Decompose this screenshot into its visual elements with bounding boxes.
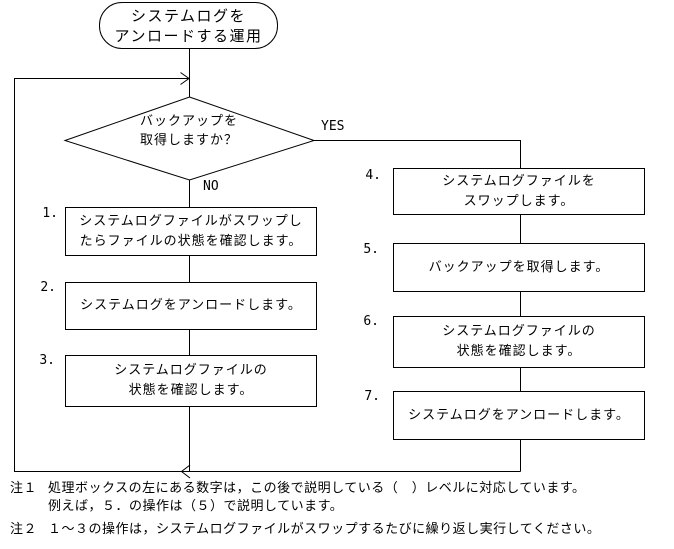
loop-back-line	[14, 78, 521, 472]
start-node-line1: システムログを	[130, 6, 247, 25]
process-box-6-line1: システムログファイルの	[442, 324, 596, 339]
process-box-1: システムログファイルがスワップし たらファイルの状態を確認します。	[65, 207, 317, 256]
decision-line2: 取得しますか？	[139, 133, 238, 148]
note-1: 注１ 処理ボックスの左にある数字は，この後で説明している（ ）レベルに対応してい…	[10, 480, 586, 516]
process-box-6: システムログファイルの 状態を確認します。	[393, 316, 645, 368]
process-box-1-line2: たらファイルの状態を確認します。	[79, 233, 303, 249]
process-box-4-line1: システムログファイルを	[442, 173, 596, 189]
start-node-line2: アンロードする運用	[114, 26, 263, 45]
process-box-7: システムログをアンロードします。	[393, 391, 645, 440]
process-box-1-line1: システムログファイルがスワップし	[79, 213, 303, 229]
note-2: 注２ １～３の操作は，システムログファイルがスワップするたびに繰り返し実行してく…	[10, 521, 600, 539]
arrowhead-merge-bottom	[180, 464, 191, 479]
process-box-3: システムログファイルの 状態を確認します。	[65, 355, 317, 407]
note-1-line1: 処理ボックスの左にある数字は，この後で説明している（ ）レベルに対応しています。	[48, 481, 586, 496]
decision-node-label: バックアップを 取得しますか？	[89, 112, 289, 150]
decision-line1: バックアップを	[139, 114, 238, 129]
step-number-3: 3.	[39, 353, 55, 368]
process-box-3-line2: 状態を確認します。	[128, 383, 254, 398]
process-box-4-line2: スワップします。	[463, 193, 575, 209]
process-box-5-line1: バックアップを取得します。	[428, 259, 610, 275]
process-box-2: システムログをアンロードします。	[65, 282, 317, 330]
note-1-label: 注１	[10, 481, 38, 496]
process-box-6-line2: 状態を確認します。	[456, 344, 582, 359]
process-box-5: バックアップを取得します。	[393, 243, 645, 292]
no-edge-label: NO	[203, 179, 219, 194]
step-number-2: 2.	[40, 280, 56, 295]
process-box-7-line1: システムログをアンロードします。	[408, 407, 630, 423]
yes-edge-label: YES	[321, 119, 345, 134]
step-number-4: 4.	[365, 168, 381, 183]
note-2-label: 注２	[10, 522, 38, 537]
note-2-line1: １～３の操作は，システムログファイルがスワップするたびに繰り返し実行してください…	[48, 522, 601, 537]
start-terminal-node: システムログを アンロードする運用	[99, 2, 278, 49]
process-box-2-line1: システムログをアンロードします。	[80, 298, 302, 313]
arrowhead-loop-top	[180, 72, 190, 85]
process-box-4: システムログファイルを スワップします。	[393, 168, 645, 215]
note-1-line2: 例えば，５．の操作は（５）で説明しています。	[48, 499, 344, 514]
step-number-1: 1.	[42, 206, 58, 221]
edge-yes-branch	[314, 140, 521, 168]
process-box-3-line1: システムログファイルの	[114, 363, 268, 378]
step-number-5: 5.	[363, 242, 379, 257]
step-number-6: 6.	[363, 314, 379, 329]
step-number-7: 7.	[364, 389, 380, 404]
